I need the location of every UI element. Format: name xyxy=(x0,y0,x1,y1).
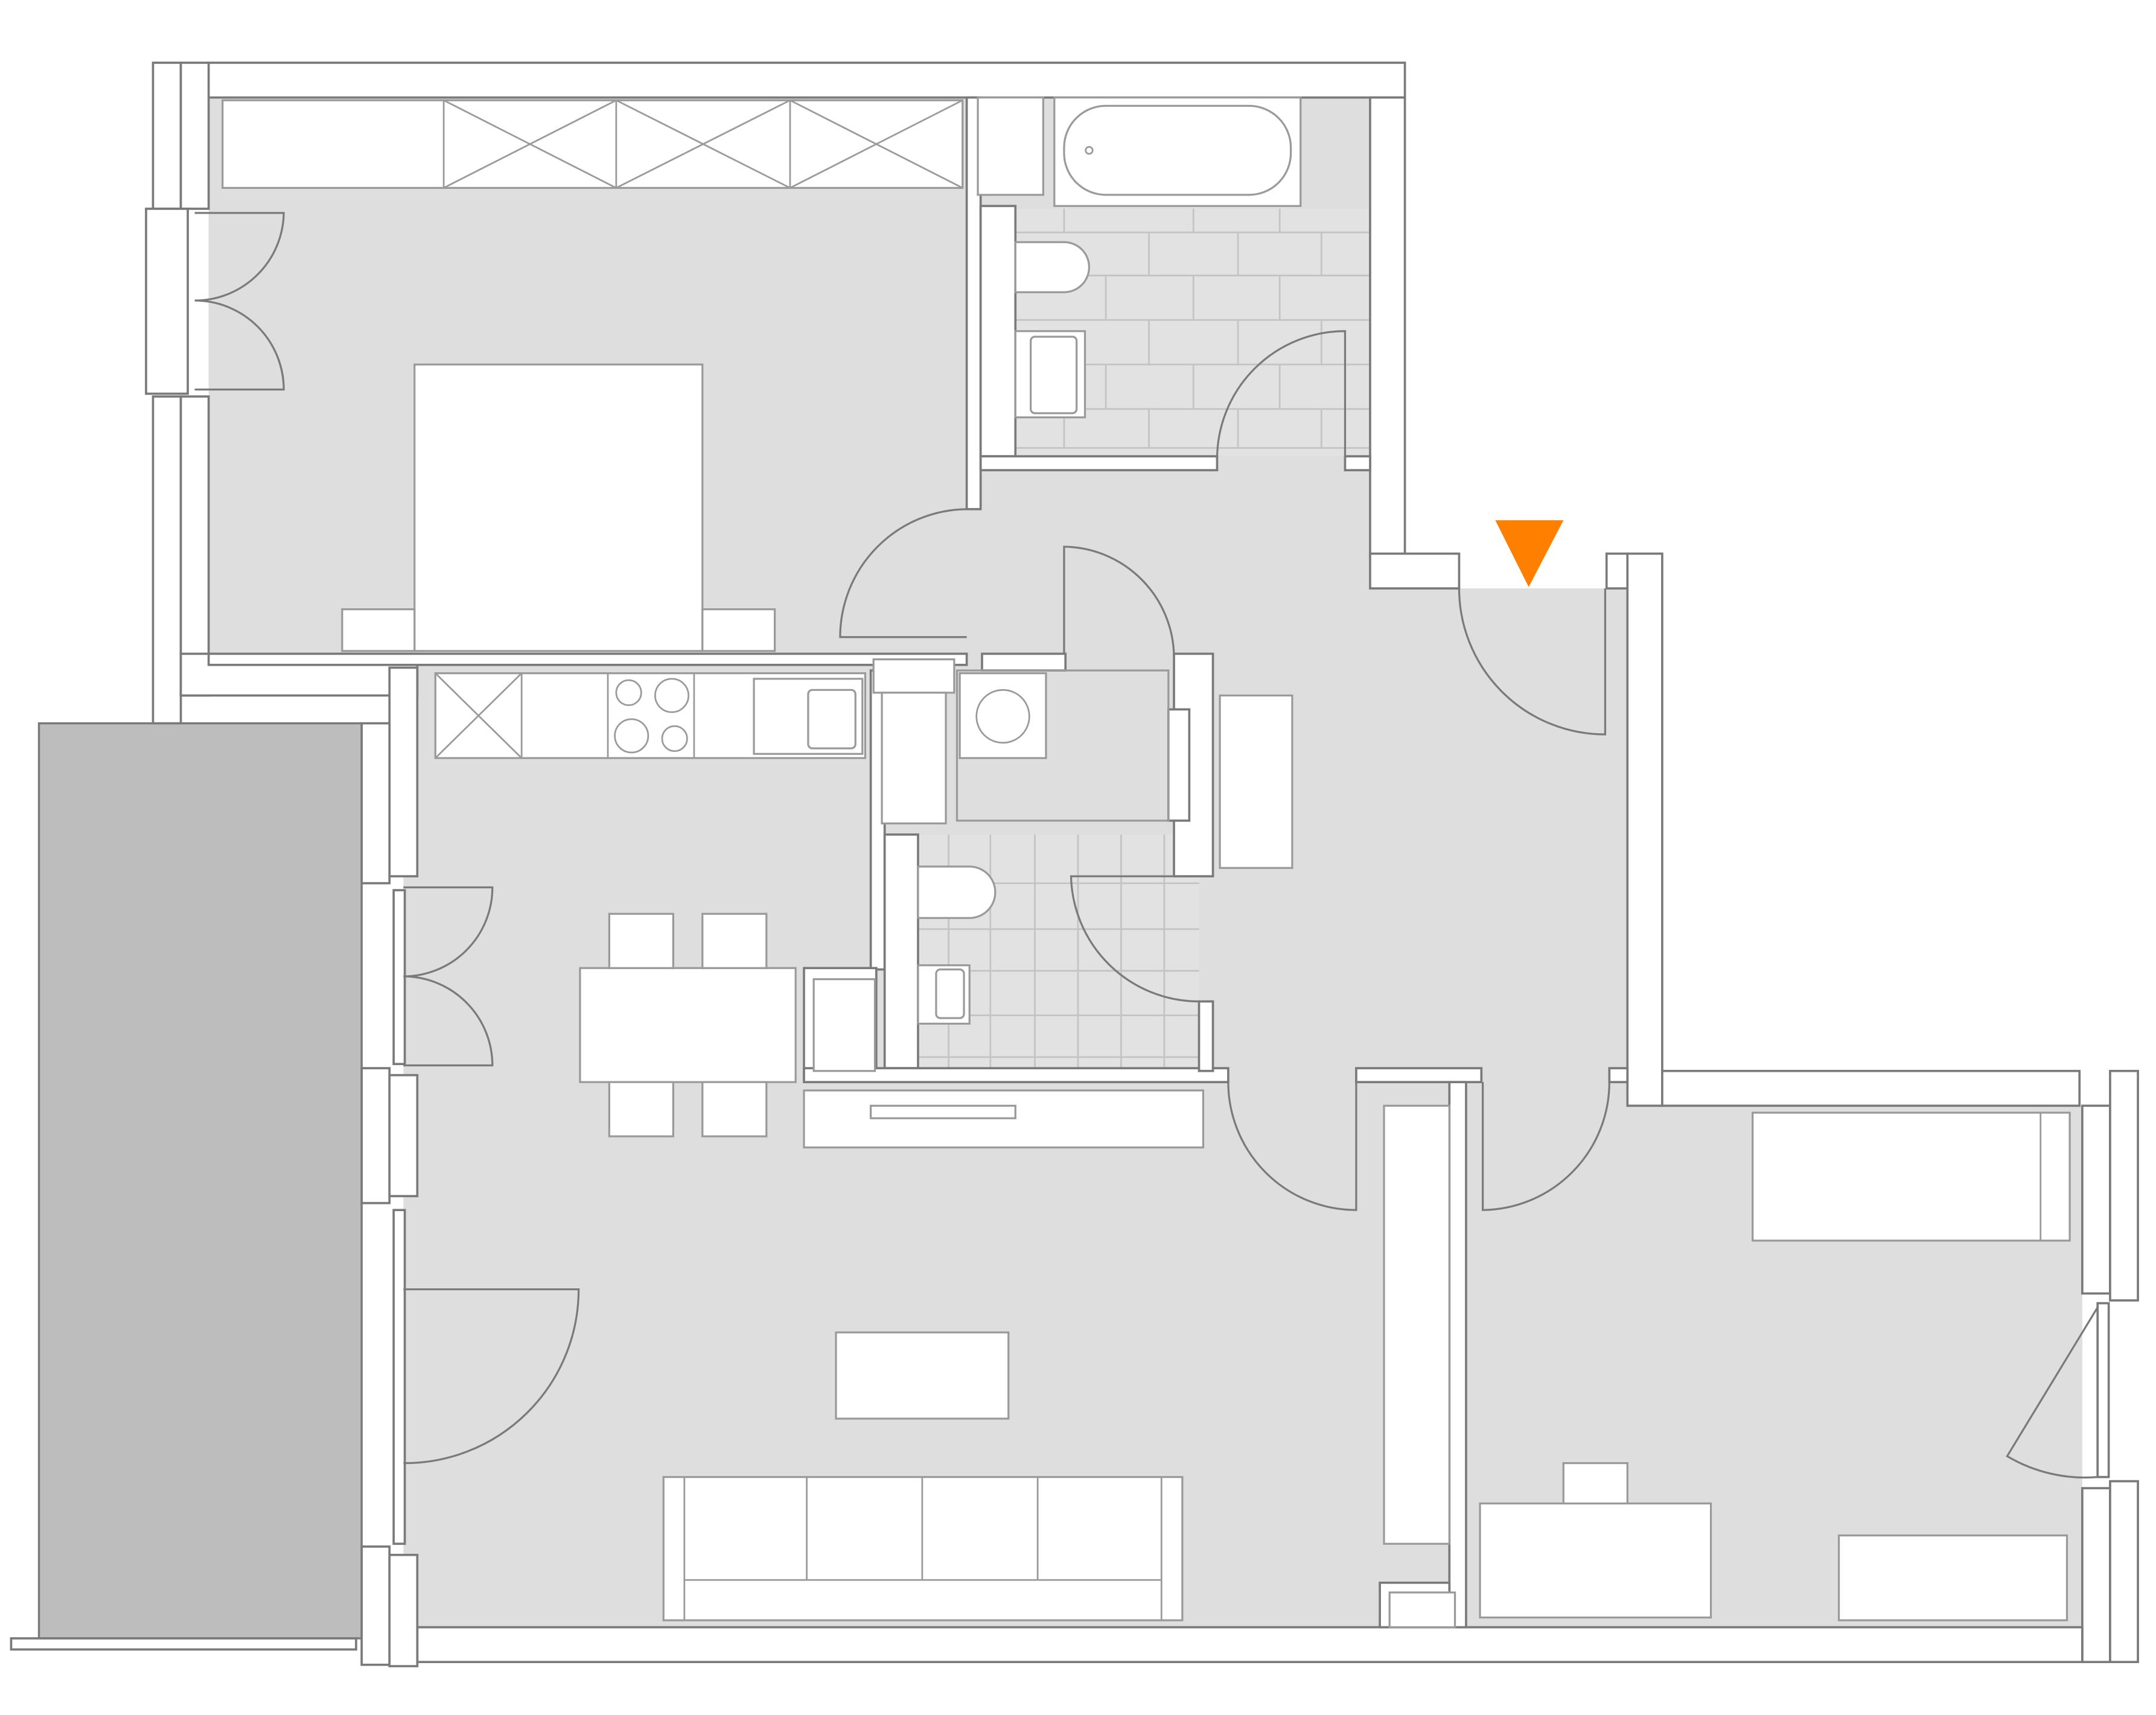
pantry xyxy=(881,692,947,825)
windows xyxy=(145,208,2110,1545)
bedroom-cabinet xyxy=(977,96,1045,196)
kitchen-counter xyxy=(434,672,867,759)
dining-chair xyxy=(608,1081,674,1138)
dining-chair xyxy=(608,912,674,969)
dresser xyxy=(1837,1534,2068,1621)
entrance-arrow-icon xyxy=(1495,520,1564,587)
dining-table xyxy=(579,967,797,1083)
balcony xyxy=(37,722,363,1640)
nightstand-left xyxy=(341,608,416,652)
sideboard xyxy=(803,1089,1205,1149)
washing-machine xyxy=(958,672,1047,759)
shoe-cabinet xyxy=(1219,694,1293,869)
wc-tiles xyxy=(917,834,1199,1069)
double-bed xyxy=(413,363,704,652)
bathroom-tiles xyxy=(1015,208,1370,449)
dining-chair xyxy=(701,1081,768,1138)
fridge xyxy=(872,658,955,694)
doors xyxy=(194,212,2099,1479)
sink-bathroom xyxy=(1014,330,1086,419)
tall-cabinet xyxy=(1383,1104,1450,1545)
small-cabinet xyxy=(1388,1591,1456,1629)
nightstand-right xyxy=(701,608,776,652)
single-bed xyxy=(1752,1112,2071,1242)
coffee-table xyxy=(835,1331,1010,1420)
desk xyxy=(1479,1502,1712,1619)
desk-chair xyxy=(1562,1462,1628,1505)
sink-wc xyxy=(917,964,971,1025)
wardrobe xyxy=(222,99,964,189)
bathtub xyxy=(1053,96,1302,207)
sofa xyxy=(662,1476,1184,1621)
toilet-bathroom xyxy=(1014,241,1090,293)
kitchen-cabinet xyxy=(812,978,876,1072)
utility-room-wall xyxy=(955,669,1170,822)
dining-chair xyxy=(701,912,768,969)
toilet-wc xyxy=(917,865,997,919)
